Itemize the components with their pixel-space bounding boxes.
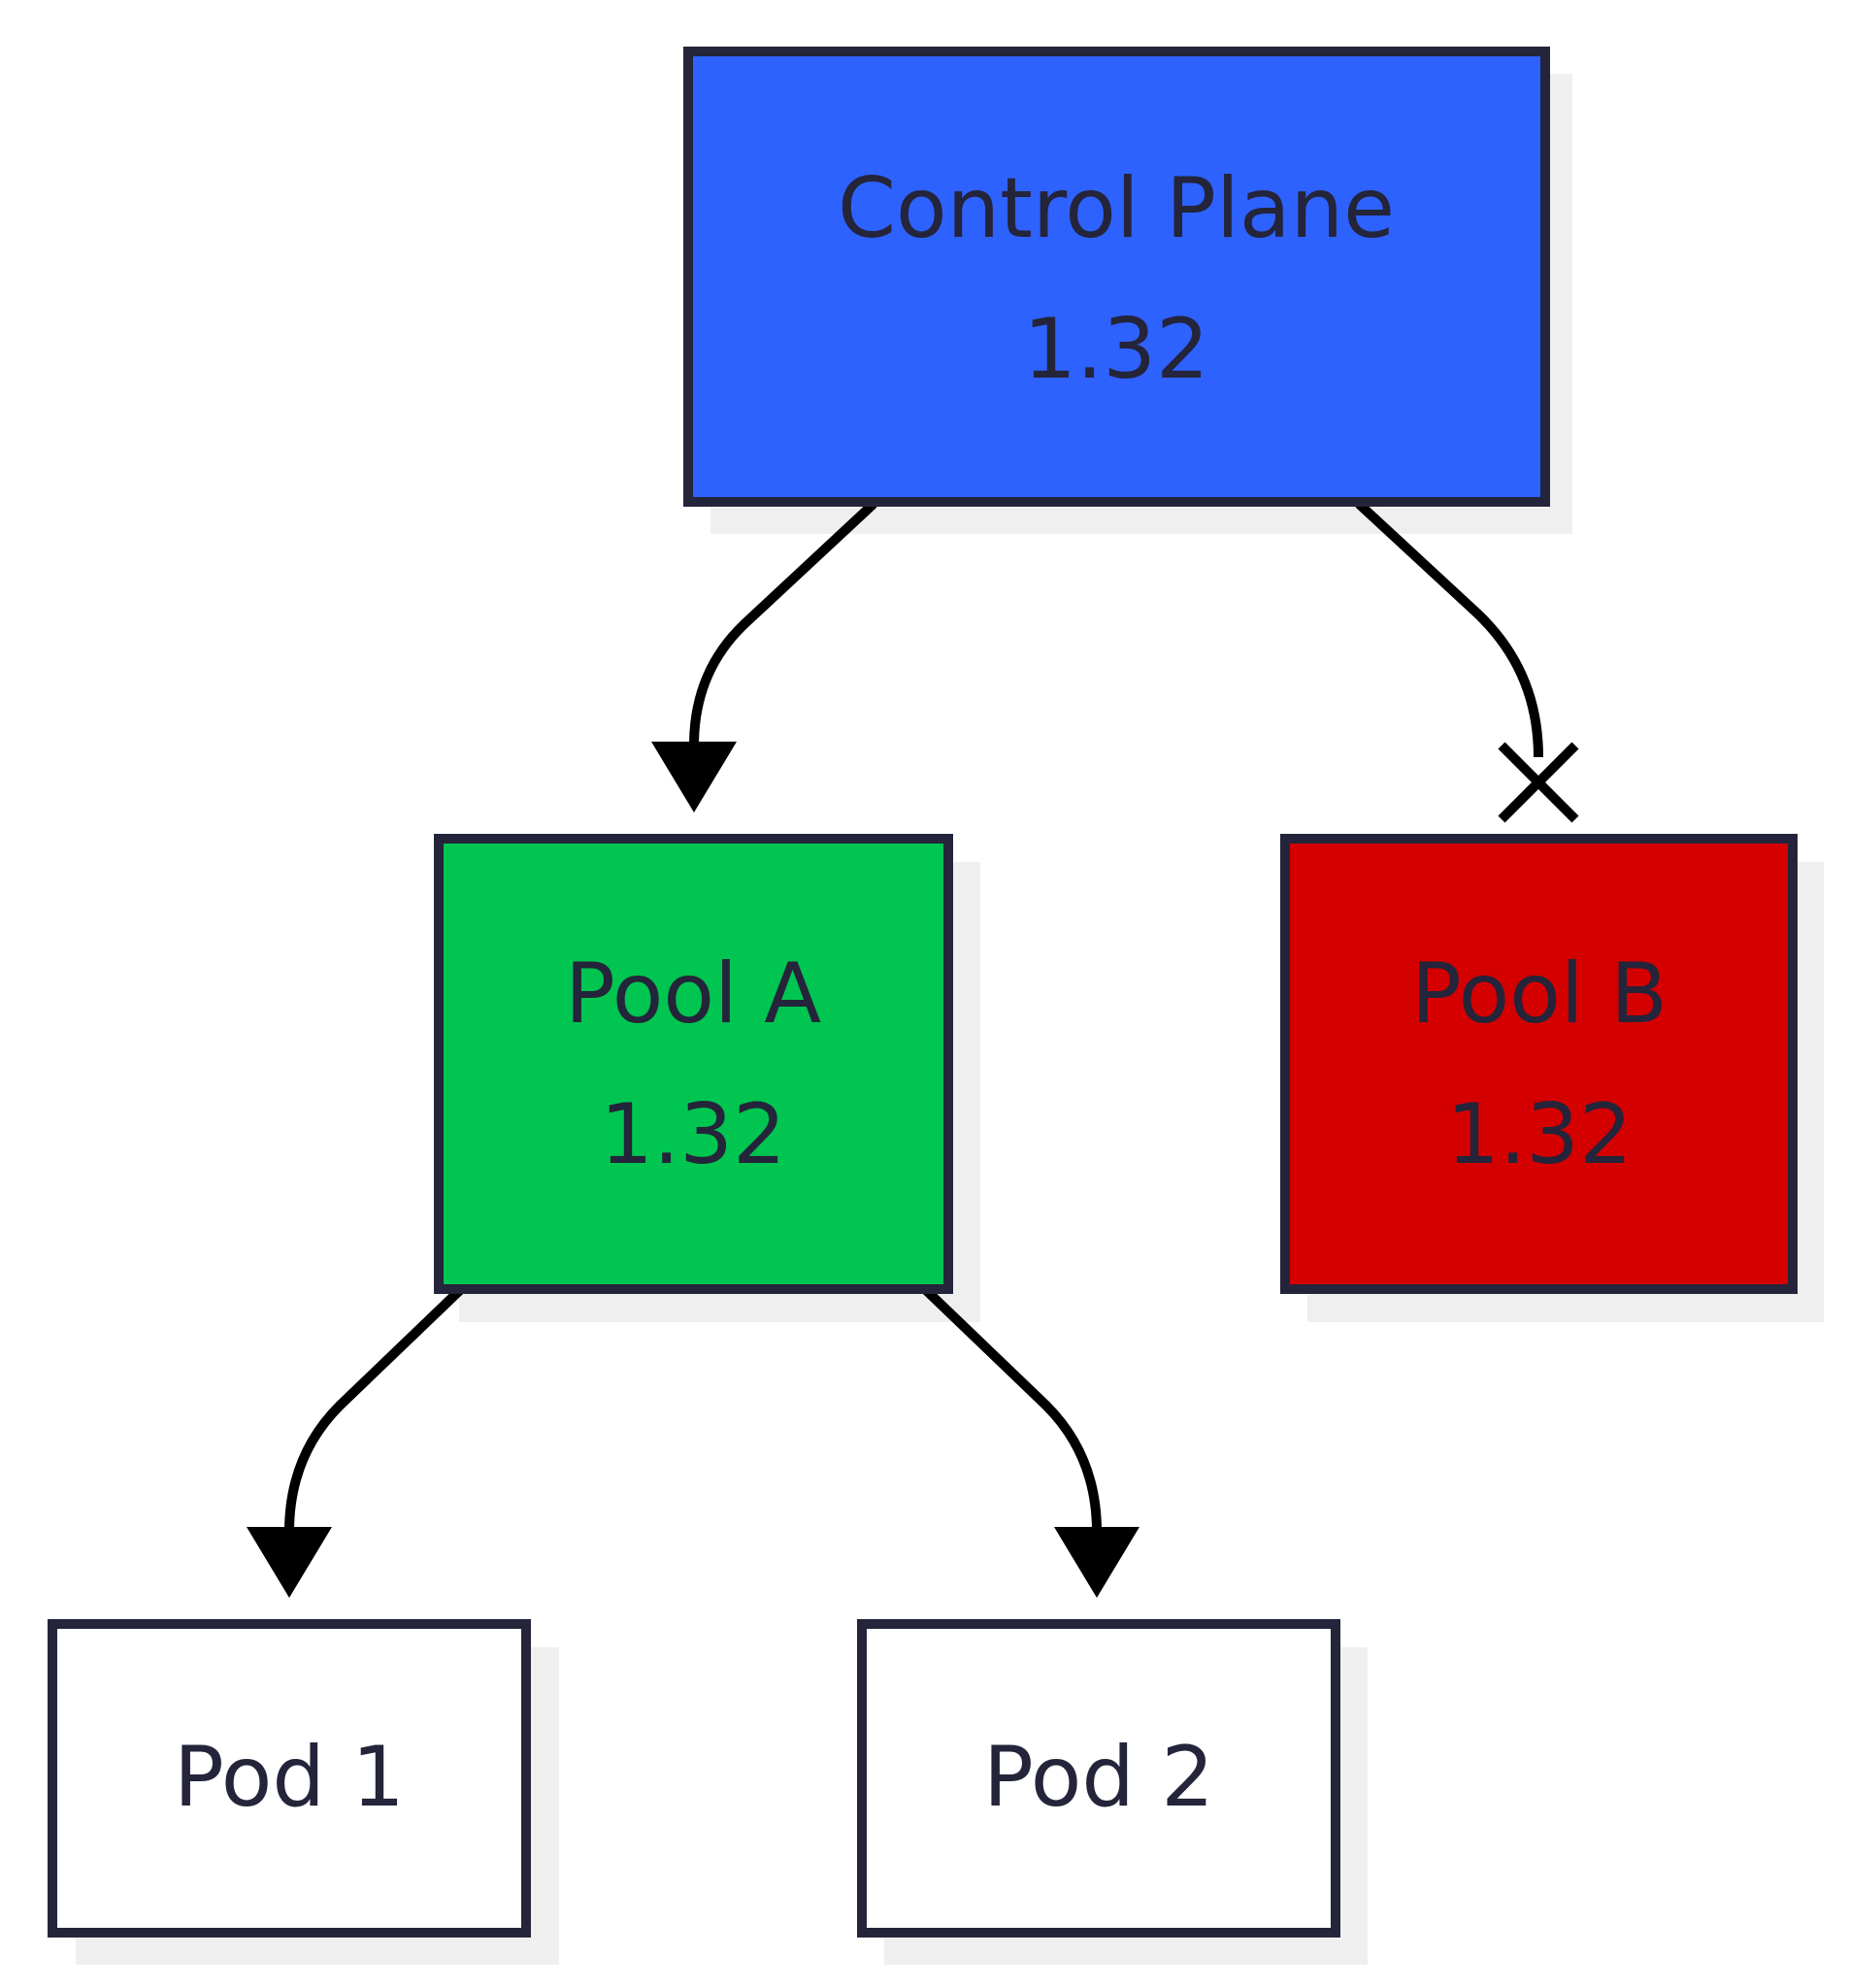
arrowhead-pod-2 bbox=[1054, 1527, 1139, 1598]
cross-stroke-2 bbox=[1498, 742, 1579, 823]
control-plane-title: Control Plane bbox=[838, 160, 1395, 257]
arrowhead-pool-a bbox=[651, 742, 737, 812]
arrowhead-pod-1 bbox=[247, 1527, 332, 1598]
pool-a-version: 1.32 bbox=[600, 1086, 785, 1183]
edge-control-plane-to-pool-b bbox=[1355, 500, 1543, 758]
edges bbox=[284, 500, 1543, 1533]
edge-pool-a-to-pod-1 bbox=[284, 1286, 464, 1533]
pool-b-title: Pool B bbox=[1411, 945, 1667, 1043]
node-pool-b: Pool B 1.32 bbox=[1280, 834, 1798, 1294]
control-plane-version: 1.32 bbox=[1023, 301, 1208, 398]
pod-2-box bbox=[857, 1619, 1340, 1938]
node-pod-2: Pod 2 bbox=[857, 1619, 1340, 1938]
edge-control-plane-to-pool-a bbox=[689, 500, 877, 746]
node-pod-1: Pod 1 bbox=[48, 1619, 531, 1938]
edge-terminators bbox=[247, 742, 1579, 1598]
edge-pool-a-to-pod-2 bbox=[922, 1286, 1102, 1533]
control-plane-box bbox=[683, 47, 1550, 507]
pod-1-title: Pod 1 bbox=[174, 1729, 405, 1826]
pool-a-title: Pool A bbox=[565, 945, 821, 1043]
pod-1-box bbox=[48, 1619, 531, 1938]
pool-b-box bbox=[1280, 834, 1798, 1294]
node-control-plane: Control Plane 1.32 bbox=[683, 47, 1550, 507]
pool-b-version: 1.32 bbox=[1446, 1086, 1632, 1183]
pod-2-title: Pod 2 bbox=[983, 1729, 1214, 1826]
pool-a-box bbox=[434, 834, 953, 1294]
node-pool-a: Pool A 1.32 bbox=[434, 834, 953, 1294]
cross-terminator-pool-b bbox=[1498, 742, 1579, 823]
